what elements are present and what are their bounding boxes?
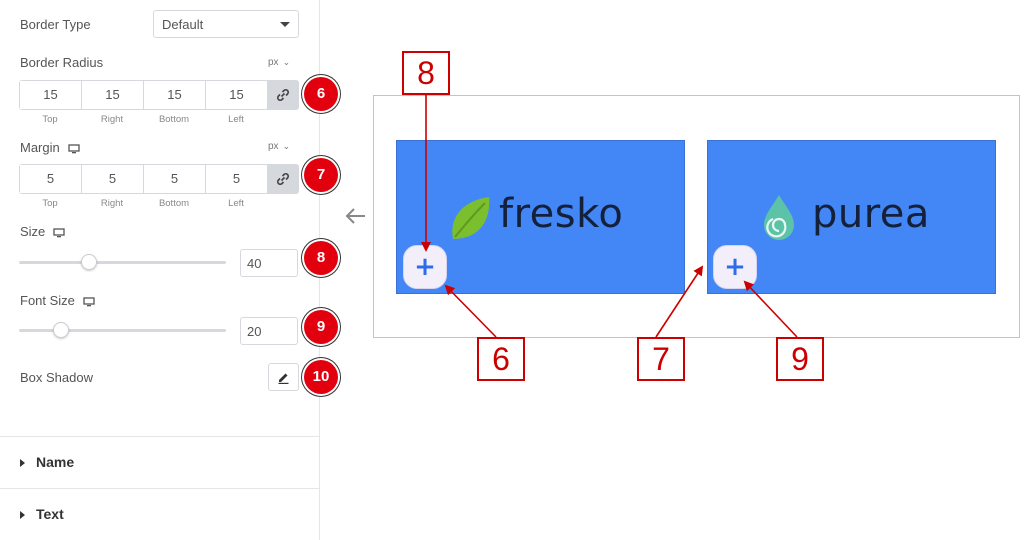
plus-icon: + <box>724 252 746 282</box>
size-slider-track[interactable] <box>19 261 226 264</box>
logo-text: purea <box>812 191 930 237</box>
border-radius-label: Border Radius <box>20 55 104 70</box>
logo-card-purea: purea + <box>707 140 996 294</box>
side-label-left: Left <box>228 114 244 125</box>
border-type-label: Border Type <box>20 17 91 32</box>
box-shadow-edit-button[interactable] <box>268 363 299 391</box>
side-label-top: Top <box>42 114 58 125</box>
size-label-text: Size <box>20 224 46 239</box>
desktop-icon <box>53 227 65 237</box>
link-values-button[interactable] <box>268 165 298 193</box>
border-radius-inputs: 15 15 15 15 <box>19 80 299 110</box>
margin-side-labels: Top Right Bottom Left <box>19 198 269 209</box>
step-badge-9: 9 <box>304 310 338 344</box>
margin-right-input[interactable]: 5 <box>82 165 144 193</box>
font-size-slider-handle[interactable] <box>53 322 69 338</box>
section-text[interactable]: Text <box>0 488 320 540</box>
link-icon <box>277 89 289 101</box>
border-type-select[interactable]: Default <box>153 10 299 38</box>
margin-left-input[interactable]: 5 <box>206 165 268 193</box>
font-size-input[interactable]: 20 <box>240 317 298 345</box>
border-radius-side-labels: Top Right Bottom Left <box>19 114 269 125</box>
size-label: Size <box>20 224 65 239</box>
border-radius-bottom-input[interactable]: 15 <box>144 81 206 109</box>
section-title: Name <box>36 454 75 470</box>
desktop-icon <box>68 143 80 153</box>
border-radius-unit-select[interactable]: px⌄ <box>268 57 290 68</box>
chevron-down-icon: ⌄ <box>282 141 291 151</box>
unit-label: px <box>268 57 279 68</box>
pencil-icon <box>278 373 289 384</box>
side-label-right: Right <box>100 198 124 209</box>
callout-8: 8 <box>402 51 450 95</box>
margin-inputs: 5 5 5 5 <box>19 164 299 194</box>
border-radius-top-input[interactable]: 15 <box>20 81 82 109</box>
link-icon <box>277 173 289 185</box>
chevron-down-icon: ⌄ <box>282 57 291 67</box>
margin-label: Margin <box>20 140 80 155</box>
size-input[interactable]: 40 <box>240 249 298 277</box>
chevron-down-icon <box>280 22 290 27</box>
add-button[interactable]: + <box>403 245 447 289</box>
side-label-bottom: Bottom <box>158 198 190 209</box>
border-radius-right-input[interactable]: 15 <box>82 81 144 109</box>
water-drop-icon <box>764 195 794 240</box>
arrow-left-icon[interactable] <box>343 206 367 226</box>
section-title: Text <box>36 506 64 522</box>
settings-panel: Border Type Default Border Radius px⌄ 15… <box>0 0 338 540</box>
unit-label: px <box>268 141 279 152</box>
margin-top-input[interactable]: 5 <box>20 165 82 193</box>
side-label-top: Top <box>42 198 58 209</box>
step-badge-10: 10 <box>304 360 338 394</box>
step-badge-8: 8 <box>304 241 338 275</box>
leaf-icon <box>452 197 490 239</box>
margin-bottom-input[interactable]: 5 <box>144 165 206 193</box>
callout-6: 6 <box>477 337 525 381</box>
font-size-label: Font Size <box>20 293 95 308</box>
step-badge-7: 7 <box>304 158 338 192</box>
logo-text: fresko <box>499 191 624 237</box>
side-label-right: Right <box>100 114 124 125</box>
size-slider-handle[interactable] <box>81 254 97 270</box>
side-label-left: Left <box>228 198 244 209</box>
side-label-bottom: Bottom <box>158 114 190 125</box>
add-button[interactable]: + <box>713 245 757 289</box>
logo-card-fresko: fresko + <box>396 140 685 294</box>
callout-7: 7 <box>637 337 685 381</box>
callout-9: 9 <box>776 337 824 381</box>
border-type-value: Default <box>162 17 204 32</box>
caret-right-icon <box>20 459 25 467</box>
box-shadow-label: Box Shadow <box>20 370 93 385</box>
font-size-slider-track[interactable] <box>19 329 226 332</box>
desktop-icon <box>83 296 95 306</box>
border-radius-left-input[interactable]: 15 <box>206 81 268 109</box>
font-size-label-text: Font Size <box>20 293 75 308</box>
link-values-button[interactable] <box>268 81 298 109</box>
margin-unit-select[interactable]: px⌄ <box>268 141 290 152</box>
section-name[interactable]: Name <box>0 436 320 488</box>
margin-label-text: Margin <box>20 140 60 155</box>
step-badge-6: 6 <box>304 77 338 111</box>
caret-right-icon <box>20 511 25 519</box>
plus-icon: + <box>414 252 436 282</box>
